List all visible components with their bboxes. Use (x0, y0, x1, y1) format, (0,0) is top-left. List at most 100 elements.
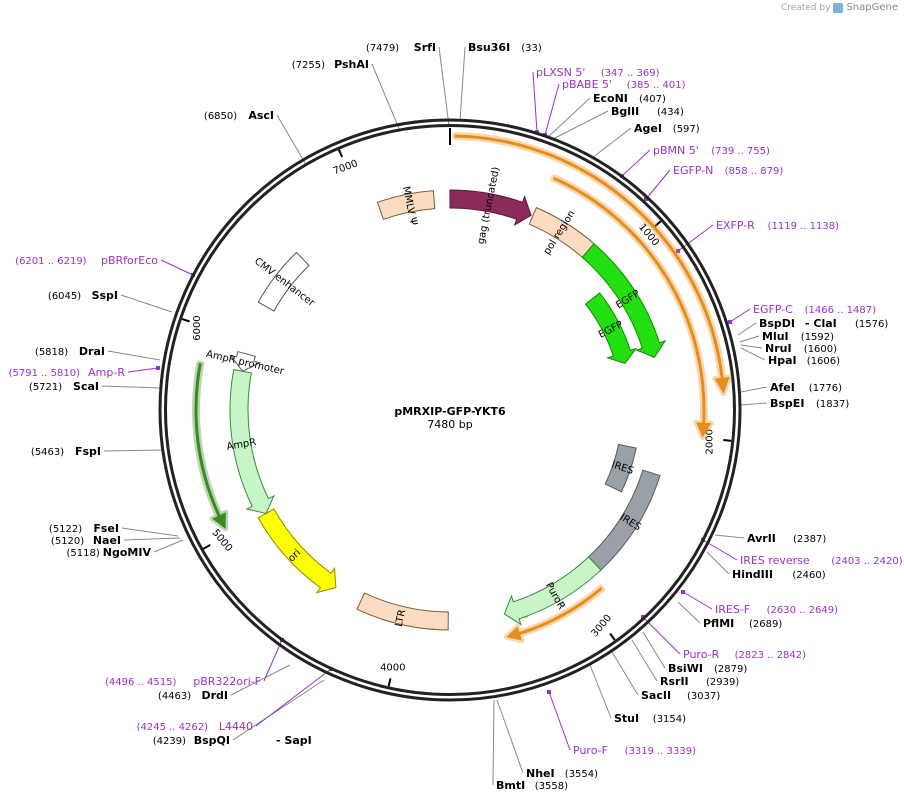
primer-ires-reverse[interactable]: IRES reverse(2403 .. 2420) (740, 554, 903, 567)
primer-pbrforeco[interactable]: pBRforEco(6201 .. 6219) (15, 254, 158, 267)
site-ngomiv[interactable]: NgoMIV(5118) (67, 546, 152, 559)
site-nhei[interactable]: NheI(3554) (526, 767, 598, 780)
feature-puror[interactable]: PuroR (503, 556, 602, 626)
site-position: (434) (657, 107, 684, 118)
orf-arrow (452, 132, 733, 397)
site-name: FseI (93, 522, 119, 535)
feature-gag-truncated-[interactable]: gag (truncated) (449, 166, 532, 245)
primer-name: IRES reverse (740, 554, 810, 567)
site-asci[interactable]: AscI(6850) (204, 109, 274, 122)
site-bspdi[interactable]: BspDI- ClaI(1576) (759, 317, 888, 330)
feature-egfp[interactable]: EGFP (584, 292, 638, 364)
feature-pol-region[interactable]: pol region (528, 206, 595, 259)
site-avrii[interactable]: AvrII(2387) (747, 532, 826, 545)
feature-mmlv-[interactable]: MMLV Ψ (376, 185, 436, 227)
site-pshai[interactable]: PshAI(7255) (292, 58, 369, 71)
site-bglii[interactable]: BglII(434) (611, 105, 684, 118)
site-leader (737, 322, 757, 336)
site-naei[interactable]: NaeI(5120) (51, 534, 121, 547)
primer-plxsn-5-[interactable]: pLXSN 5'(347 .. 369) (536, 66, 660, 79)
primer-exfp-r[interactable]: EXFP-R(1119 .. 1138) (716, 219, 839, 232)
site-bmti[interactable]: BmtI(3558) (496, 779, 568, 792)
site-bspqi[interactable]: BspQI- SapI(4239) (153, 734, 312, 747)
backbone (158, 118, 742, 702)
site-sacii[interactable]: SacII(3037) (641, 689, 720, 702)
site-position: (5122) (49, 524, 82, 535)
primer-position: (3319 .. 3339) (625, 746, 697, 757)
feature-cmv-enhancer[interactable]: CMV enhancer (252, 251, 317, 312)
site-position: (1837) (816, 399, 849, 410)
feature-ori[interactable]: ori (257, 508, 337, 594)
primer-egfp-n[interactable]: EGFP-N(858 .. 879) (673, 164, 783, 177)
site-leader (371, 63, 401, 132)
site-leader (611, 651, 639, 696)
site-name: AvrII (747, 532, 776, 545)
feature-ltr[interactable]: LTR (356, 592, 449, 631)
site-bsu36i[interactable]: Bsu36I(33) (468, 41, 542, 54)
site-name: FspI (75, 445, 101, 458)
primer-position: (4496 .. 4515) (105, 677, 177, 688)
site-drai[interactable]: DraI(5818) (35, 345, 105, 358)
site-leader (589, 664, 612, 719)
primer-name: Puro-R (683, 648, 720, 661)
site-name: BspDI (759, 317, 795, 330)
site-leader (123, 537, 181, 541)
primer-leader (255, 668, 332, 727)
primer-puro-f[interactable]: Puro-F(3319 .. 3339) (573, 744, 696, 757)
site-leader (740, 386, 768, 393)
primer-binding-mark (676, 249, 680, 253)
site-agei[interactable]: AgeI(597) (634, 122, 700, 135)
site-rsrii[interactable]: RsrII(2939) (660, 675, 739, 688)
feature-label: LTR (394, 609, 409, 628)
site-name: DraI (79, 345, 105, 358)
site-name: AfeI (770, 381, 795, 394)
site-nrui[interactable]: NruI(1600) (765, 342, 837, 355)
primer-name: EGFP-C (753, 303, 793, 316)
site-leader (121, 527, 179, 537)
feature-shape (581, 243, 667, 359)
site-afei[interactable]: AfeI(1776) (770, 381, 842, 394)
primer-leader (544, 83, 560, 136)
site-fsei[interactable]: FseI (5122) (49, 522, 119, 535)
site-srfi[interactable]: SrfI(7479) (366, 41, 436, 54)
site-leader (642, 631, 666, 669)
primer-l4440[interactable]: L4440(4245 .. 4262) (137, 720, 253, 733)
site-fspi[interactable]: FspI(5463) (31, 445, 101, 458)
site-name: ScaI (73, 380, 99, 393)
site-scai[interactable]: ScaI(5721) (29, 380, 99, 393)
site-leader (740, 344, 763, 349)
site-leader (438, 46, 450, 127)
primer-ires-f[interactable]: IRES-F(2630 .. 2649) (715, 603, 838, 616)
tick-label: 6000 (192, 315, 203, 340)
site-leader (740, 347, 766, 361)
feature-ampr[interactable]: AmpR (226, 368, 275, 515)
site-leader (740, 402, 768, 406)
site-leader (103, 449, 164, 452)
primer-pbmn-5-[interactable]: pBMN 5'(739 .. 755) (653, 144, 770, 157)
site-pflmi[interactable]: PflMI(2689) (703, 617, 782, 630)
tick-mark (202, 543, 211, 550)
site-hpai[interactable]: HpaI(1606) (768, 354, 840, 367)
primer-puro-r[interactable]: Puro-R(2823 .. 2842) (683, 648, 806, 661)
primer-pbabe-5-[interactable]: pBABE 5'(385 .. 401) (562, 78, 686, 91)
primer-binding-mark (728, 320, 732, 324)
tick-label: 5000 (209, 528, 234, 555)
site-econi[interactable]: EcoNI(407) (593, 92, 666, 105)
site-leader (496, 699, 524, 774)
primer-pbr322ori-f[interactable]: pBR322ori-F(4496 .. 4515) (105, 675, 261, 688)
site-bspei[interactable]: BspEI(1837) (770, 397, 849, 410)
feature-egfp[interactable]: EGFP (581, 243, 667, 359)
site-drdi[interactable]: DrdI(4463) (158, 689, 228, 702)
site-stui[interactable]: StuI(3154) (614, 712, 686, 725)
feature-ires[interactable]: IRES (604, 443, 637, 493)
primer-egfp-c[interactable]: EGFP-C(1466 .. 1487) (753, 303, 876, 316)
site-hindiii[interactable]: HindIII(2460) (732, 568, 826, 581)
primer-amp-r[interactable]: Amp-R(5791 .. 5810) (9, 366, 126, 379)
tick-mark (181, 317, 190, 323)
site-position: (3554) (565, 769, 598, 780)
feature-shape (604, 443, 637, 493)
site-bsiwi[interactable]: BsiWI(2879) (668, 662, 747, 675)
site-leader (677, 601, 701, 624)
site-sspi[interactable]: SspI(6045) (48, 289, 118, 302)
site-mlui[interactable]: MluI(1592) (762, 330, 834, 343)
